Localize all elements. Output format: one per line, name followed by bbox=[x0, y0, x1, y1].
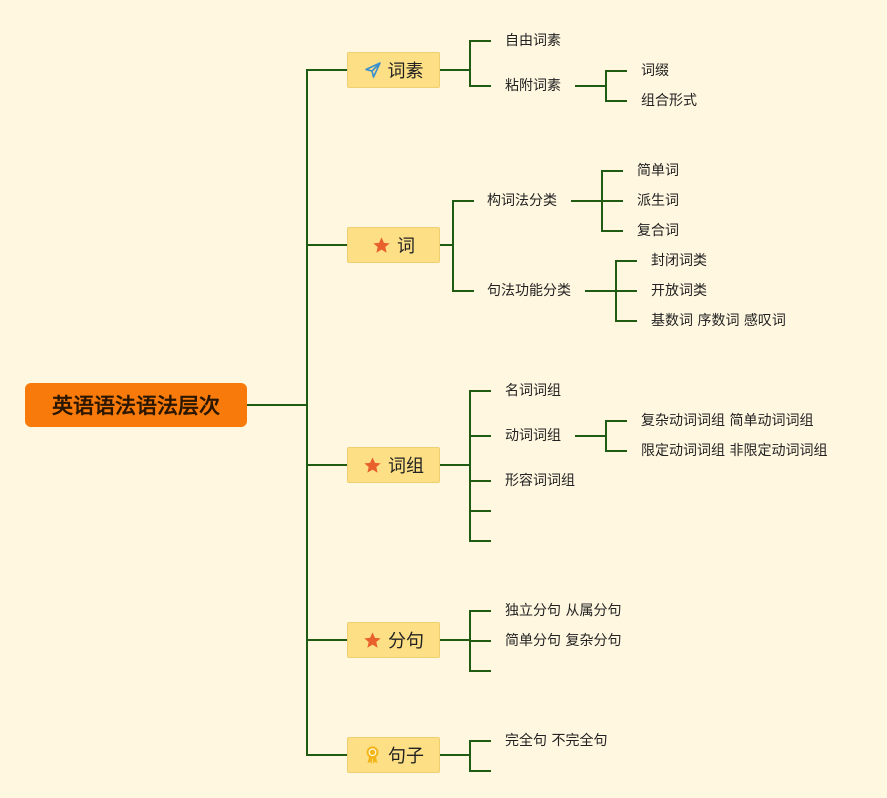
branch-sentence[interactable]: 句子 bbox=[347, 737, 440, 773]
node-sentence-types[interactable]: 完全句 不完全句 bbox=[505, 733, 608, 749]
node-simple-word[interactable]: 简单词 bbox=[637, 163, 679, 179]
node-clause-types-1[interactable]: 独立分句 从属分句 bbox=[505, 603, 622, 619]
award-ribbon-icon bbox=[363, 745, 382, 765]
branch-label: 分句 bbox=[388, 631, 424, 652]
node-open-class[interactable]: 开放词类 bbox=[651, 283, 707, 299]
root-node[interactable]: 英语语法语法层次 bbox=[25, 383, 247, 427]
node-clause-types-2[interactable]: 简单分句 复杂分句 bbox=[505, 633, 622, 649]
node-affix[interactable]: 词缀 bbox=[641, 63, 669, 79]
node-noun-phrase[interactable]: 名词词组 bbox=[505, 383, 561, 399]
node-finite-nonfinite-vp[interactable]: 限定动词词组 非限定动词词组 bbox=[641, 443, 828, 459]
node-closed-class[interactable]: 封闭词类 bbox=[651, 253, 707, 269]
node-syntactic-function[interactable]: 句法功能分类 bbox=[487, 283, 571, 299]
star-icon bbox=[363, 631, 382, 650]
branch-clause[interactable]: 分句 bbox=[347, 622, 440, 658]
node-combining-form[interactable]: 组合形式 bbox=[641, 93, 697, 109]
branch-label: 词 bbox=[397, 236, 415, 257]
node-free-morpheme[interactable]: 自由词素 bbox=[505, 33, 561, 49]
paper-plane-icon bbox=[364, 61, 382, 79]
node-verb-phrase[interactable]: 动词词组 bbox=[505, 428, 561, 444]
node-adjective-phrase[interactable]: 形容词词组 bbox=[505, 473, 575, 489]
node-compound-word[interactable]: 复合词 bbox=[637, 223, 679, 239]
node-word-formation[interactable]: 构词法分类 bbox=[487, 193, 557, 209]
branch-phrase[interactable]: 词组 bbox=[347, 447, 440, 483]
node-bound-morpheme[interactable]: 粘附词素 bbox=[505, 78, 561, 94]
branch-label: 词素 bbox=[387, 61, 424, 82]
node-complex-simple-vp[interactable]: 复杂动词词组 简单动词词组 bbox=[641, 413, 814, 429]
branch-morpheme[interactable]: 词素 bbox=[347, 52, 440, 88]
root-label: 英语语法语法层次 bbox=[52, 394, 220, 418]
star-icon bbox=[372, 236, 391, 255]
branch-label: 词组 bbox=[388, 456, 424, 477]
node-numerals-interjections[interactable]: 基数词 序数词 感叹词 bbox=[651, 313, 786, 329]
star-icon bbox=[363, 456, 382, 475]
branch-word[interactable]: 词 bbox=[347, 227, 440, 263]
branch-label: 句子 bbox=[388, 746, 424, 767]
node-derived-word[interactable]: 派生词 bbox=[637, 193, 679, 209]
